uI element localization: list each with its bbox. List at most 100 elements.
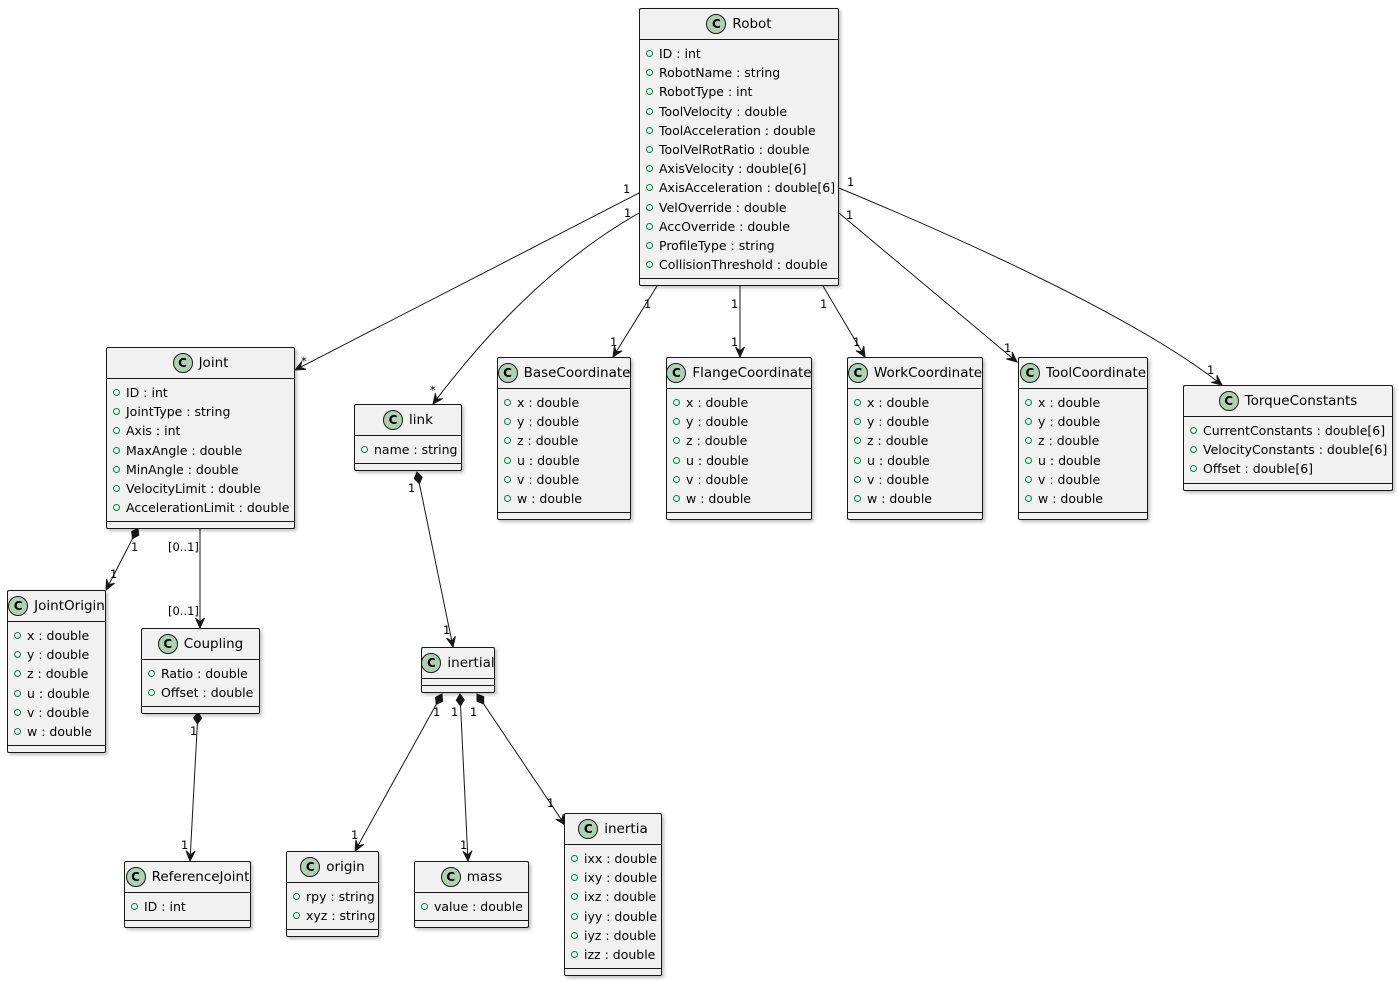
public-visibility-icon: [1190, 465, 1197, 473]
composition-diamond-icon: [476, 693, 485, 705]
class-stereotype-icon: C: [125, 867, 146, 887]
attribute-text: y : double: [867, 414, 930, 430]
public-visibility-icon: [14, 651, 21, 659]
attribute-row: ixz : double: [565, 887, 661, 906]
attribute-text: v : double: [867, 471, 930, 487]
attribute-row: AccOverride : double: [640, 217, 838, 236]
attribute-row: v : double: [498, 470, 630, 489]
attribute-compartment: [422, 679, 494, 686]
relation-line: [106, 538, 133, 590]
method-compartment: [8, 746, 105, 752]
public-visibility-icon: [1025, 437, 1032, 445]
attribute-text: ixz : double: [584, 889, 657, 905]
attribute-text: ProfileType : string: [659, 237, 775, 253]
attribute-text: JointType : string: [126, 404, 231, 420]
relation-inertial-inertia: [476, 693, 566, 827]
arrowhead-icon: [432, 393, 443, 405]
public-visibility-icon: [571, 874, 578, 882]
attribute-text: w : double: [27, 723, 92, 739]
attribute-text: u : double: [27, 685, 90, 701]
relation-robot-toolcoordinate: [838, 212, 1018, 363]
attribute-text: AxisVelocity : double[6]: [659, 161, 807, 177]
arrowhead-icon: [555, 814, 566, 827]
public-visibility-icon: [646, 126, 653, 134]
public-visibility-icon: [504, 399, 511, 407]
class-name: WorkCoordinate: [873, 365, 983, 381]
relation-robot-workcoordinate: [822, 285, 866, 359]
public-visibility-icon: [14, 632, 21, 640]
public-visibility-icon: [571, 855, 578, 863]
public-visibility-icon: [646, 165, 653, 173]
attribute-row: name : string: [355, 440, 461, 459]
attribute-row: Offset : double[6]: [1184, 459, 1392, 478]
attribute-text: x : double: [27, 628, 90, 643]
attribute-text: z : double: [1038, 433, 1100, 449]
method-compartment: [355, 464, 461, 470]
multiplicity-target: 1: [181, 838, 189, 852]
relation-inertial-mass: [455, 693, 473, 863]
attribute-text: ID : int: [126, 385, 168, 400]
relation-line: [460, 705, 469, 861]
method-compartment: [1184, 484, 1392, 490]
class-stereotype-icon: C: [847, 363, 868, 383]
relation-robot-flangecoordinate: [735, 286, 745, 359]
method-compartment: [565, 969, 661, 975]
method-compartment: [640, 279, 838, 285]
attribute-row: Offset : double: [142, 683, 259, 702]
attribute-text: x : double: [1038, 395, 1101, 410]
public-visibility-icon: [504, 418, 511, 426]
attribute-row: RobotType : int: [640, 82, 838, 101]
attribute-text: x : double: [686, 395, 749, 410]
composition-diamond-icon: [435, 693, 444, 706]
public-visibility-icon: [1190, 446, 1197, 454]
public-visibility-icon: [504, 495, 511, 503]
multiplicity-source: 1: [408, 481, 416, 495]
multiplicity-source: 1: [131, 540, 139, 554]
attribute-row: ixx : double: [565, 849, 661, 868]
attribute-text: w : double: [686, 490, 751, 506]
public-visibility-icon: [571, 912, 578, 920]
multiplicity-target: 1: [351, 828, 359, 842]
relation-link-inertial: [413, 471, 456, 649]
multiplicity-target: 1: [853, 335, 861, 349]
public-visibility-icon: [854, 437, 861, 445]
attribute-text: iyy : double: [584, 908, 658, 924]
attribute-text: CurrentConstants : double[6]: [1203, 423, 1386, 438]
attribute-text: name : string: [374, 442, 458, 457]
class-name: inertial: [447, 655, 495, 671]
attribute-text: u : double: [1038, 452, 1101, 468]
multiplicity-source: 1: [451, 705, 459, 719]
attribute-text: MinAngle : double: [126, 461, 239, 477]
attribute-text: y : double: [517, 414, 580, 430]
multiplicity-source: [0..1]: [168, 540, 199, 554]
method-compartment: [125, 921, 250, 927]
attribute-text: w : double: [1038, 490, 1103, 506]
attribute-row: value : double: [415, 897, 528, 916]
relation-line: [295, 192, 640, 370]
attribute-text: RobotType : int: [659, 84, 753, 100]
public-visibility-icon: [673, 418, 680, 426]
public-visibility-icon: [571, 951, 578, 959]
attribute-text: VelocityLimit : double: [126, 480, 261, 496]
